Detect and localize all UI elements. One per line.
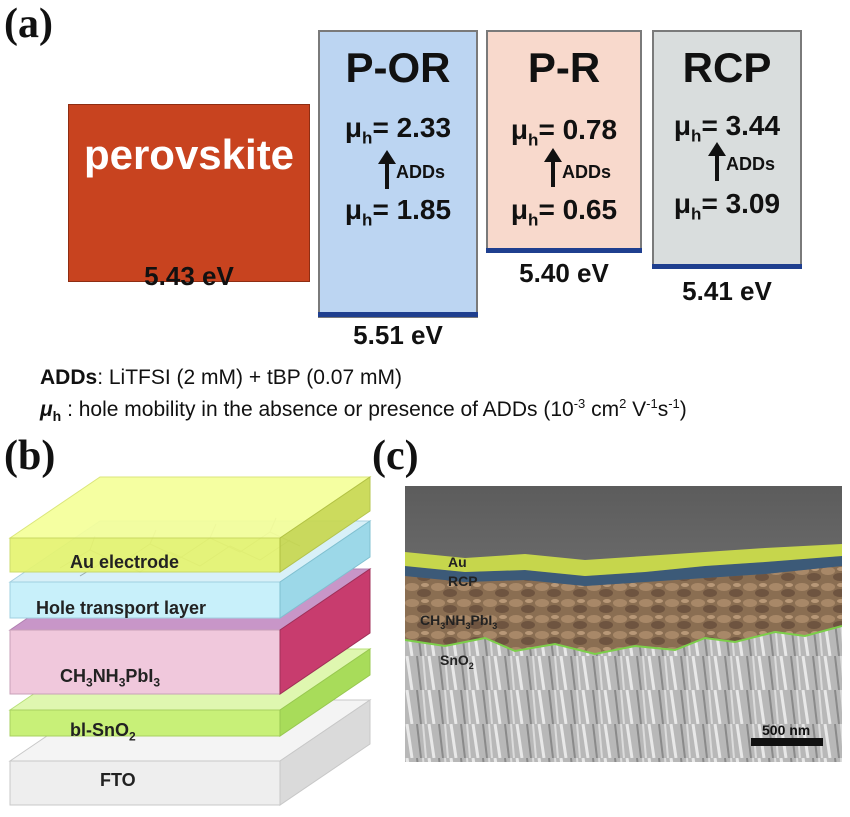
arrow-up-icon xyxy=(544,148,562,162)
adds-label: ADDs xyxy=(562,162,612,182)
sem-rcp-label: RCP xyxy=(448,573,478,589)
perovskite-block: perovskite 5.43 eV xyxy=(68,104,310,291)
fto-layer-front xyxy=(9,760,281,806)
htm-title: RCP xyxy=(682,44,772,91)
htm-title: P-R xyxy=(527,44,601,91)
htm-energy: 5.40 eV xyxy=(519,258,609,288)
mobility-without-adds: μh= 3.09 xyxy=(673,188,781,224)
mobility-without-adds: μh= 1.85 xyxy=(344,194,452,230)
panel-a-label: (a) xyxy=(4,1,53,47)
panel-c-label: (c) xyxy=(372,433,419,479)
sno2-layer-front xyxy=(9,709,281,737)
arrow-up-icon xyxy=(708,142,726,156)
fto-label: FTO xyxy=(100,770,136,790)
htm-block-rcp: RCP μh= 3.44 ADDs μh= 3.09 xyxy=(652,30,802,268)
htl-label: Hole transport layer xyxy=(36,598,207,618)
mobility-with-adds: μh= 3.44 xyxy=(673,110,781,146)
legend-mobility: μh : hole mobility in the absence or pre… xyxy=(40,396,687,425)
arrow-shaft xyxy=(715,155,719,181)
arrow-shaft xyxy=(551,161,555,187)
arrow-shaft xyxy=(385,163,389,189)
fto-layer-side xyxy=(279,699,371,806)
energy-level-bar xyxy=(486,248,642,253)
au-layer-side xyxy=(279,476,371,573)
mobility-without-adds: μh= 0.65 xyxy=(510,194,618,230)
energy-level-bar xyxy=(318,312,478,317)
adds-label: ADDs xyxy=(396,162,446,182)
sem-cross-section-image xyxy=(405,486,842,762)
arrow-up-icon xyxy=(378,150,396,164)
htm-energy: 5.51 eV xyxy=(353,320,443,350)
htm-block-p-or: P-OR μh= 2.33 ADDs μh= 1.85 xyxy=(318,30,478,318)
sem-au-label: Au xyxy=(448,554,467,570)
sem-perovskite-label: CH3NH3PbI3 xyxy=(420,612,498,631)
legend-adds: ADDs: LiTFSI (2 mM) + tBP (0.07 mM) xyxy=(40,366,402,389)
htl-layer-side xyxy=(279,520,371,619)
perovskite-layer-side xyxy=(279,568,371,695)
panel-b-label: (b) xyxy=(4,433,56,479)
sno2-layer-side xyxy=(279,648,371,737)
scale-bar-label: 500 nm xyxy=(762,722,811,738)
htm-block-p-r: P-R μh= 0.78 ADDs μh= 0.65 xyxy=(486,30,642,252)
scale-bar xyxy=(751,738,823,746)
adds-label: ADDs xyxy=(726,154,776,174)
au-electrode-label: Au electrode xyxy=(70,552,180,572)
perovskite-layer-label: CH3NH3PbI3 xyxy=(60,666,161,690)
mobility-with-adds: μh= 0.78 xyxy=(510,114,618,150)
htm-title: P-OR xyxy=(345,44,451,91)
perovskite-energy: 5.43 eV xyxy=(144,261,234,291)
mobility-with-adds: μh= 2.33 xyxy=(344,112,452,148)
htm-energy: 5.41 eV xyxy=(682,276,772,306)
device-stack-diagram xyxy=(8,476,372,806)
sno2-layer-label: bl-SnO2 xyxy=(70,720,136,744)
energy-level-bar xyxy=(652,264,802,269)
perovskite-label: perovskite xyxy=(83,131,295,178)
sem-sno2-label: SnO2 xyxy=(440,652,474,671)
